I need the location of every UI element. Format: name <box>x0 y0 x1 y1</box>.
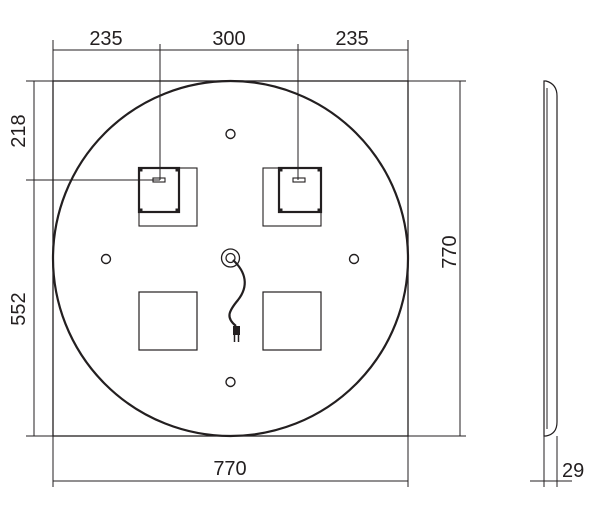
dim-depth: 29 <box>562 460 584 482</box>
cutout-lower-right <box>262 291 322 351</box>
dim-top-middle: 300 <box>212 28 245 50</box>
mounting-hole-right <box>348 253 360 265</box>
backplate-outline <box>52 80 409 437</box>
dim-top-left: 235 <box>89 28 122 50</box>
front-view: 235 300 235 218 552 770 770 <box>8 28 466 487</box>
cutout-lower-left <box>138 291 198 351</box>
mounting-hole-left <box>100 253 112 265</box>
dim-left-lower: 552 <box>8 292 30 325</box>
power-cable <box>220 248 246 342</box>
dim-left-upper: 218 <box>8 114 30 147</box>
dim-top-right: 235 <box>335 28 368 50</box>
side-view: 29 <box>530 80 584 487</box>
mounting-hole-top <box>225 128 236 140</box>
dim-bottom-width: 770 <box>213 458 246 480</box>
side-profile <box>543 80 558 437</box>
dim-right-height: 770 <box>439 235 461 268</box>
bracket-upper-left <box>137 166 198 227</box>
mounting-hole-bottom <box>225 376 236 388</box>
mirror-outline <box>51 79 410 438</box>
dimension-lines <box>26 40 466 487</box>
bracket-upper-right <box>262 166 323 227</box>
